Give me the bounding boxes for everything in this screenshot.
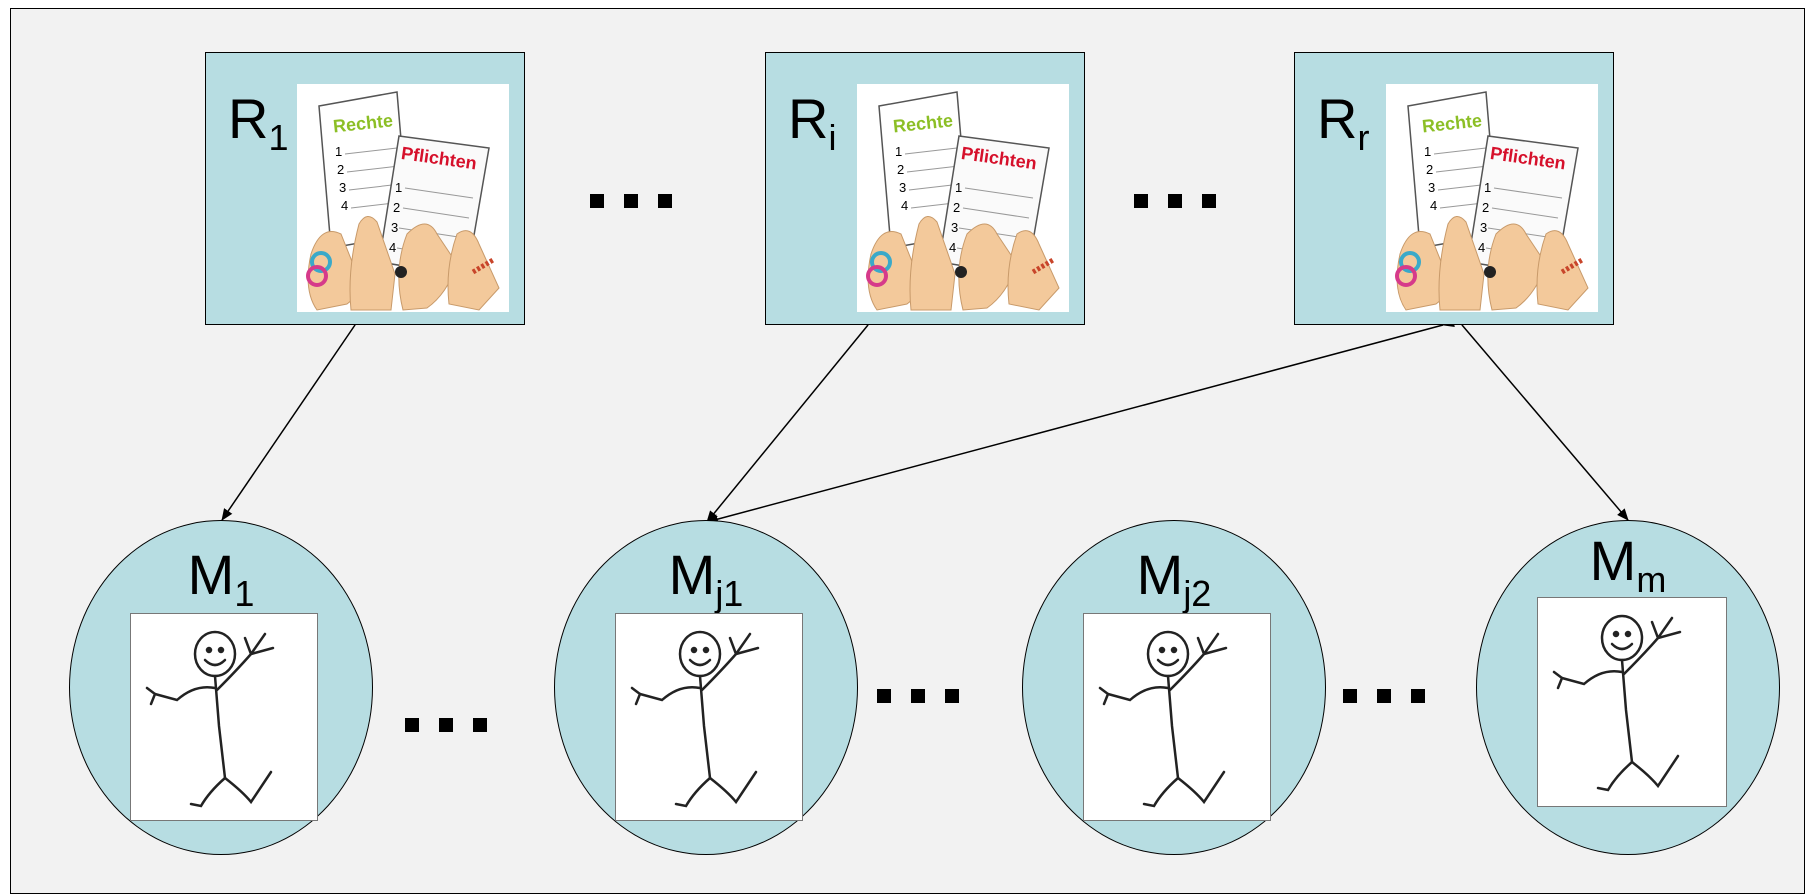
member-subscript: j1 (715, 573, 744, 614)
svg-text:1: 1 (395, 180, 402, 195)
svg-text:1: 1 (1484, 180, 1491, 195)
member-label: Mj2 (1137, 547, 1212, 612)
member-name: M (1136, 543, 1184, 606)
svg-text:4: 4 (1430, 198, 1437, 213)
svg-text:2: 2 (1482, 200, 1489, 215)
arrow-rr-mj1 (706, 317, 1455, 524)
member-mj2: Mj2 (1022, 520, 1326, 855)
role-name: R (788, 87, 829, 150)
svg-text:2: 2 (1426, 162, 1433, 177)
member-subscript: 1 (234, 573, 255, 614)
svg-text:2: 2 (337, 162, 344, 177)
svg-text:3: 3 (899, 180, 906, 195)
role-subscript: r (1357, 117, 1370, 158)
svg-text:3: 3 (951, 220, 958, 235)
role-subscript: 1 (268, 117, 289, 158)
svg-text:4: 4 (901, 198, 908, 213)
svg-text:3: 3 (339, 180, 346, 195)
svg-text:1: 1 (955, 180, 962, 195)
member-mm: Mm (1476, 520, 1780, 855)
member-mj1: Mj1 (554, 520, 858, 855)
stick-figure-icon (130, 613, 318, 821)
svg-text:4: 4 (389, 240, 396, 255)
member-name: M (1589, 529, 1637, 592)
member-name: M (187, 543, 235, 606)
role-name: R (228, 87, 269, 150)
svg-text:2: 2 (953, 200, 960, 215)
ellipsis-dots (405, 718, 507, 732)
stick-figure-icon (1537, 597, 1727, 807)
role-name: R (1317, 87, 1358, 150)
member-name: M (668, 543, 716, 606)
ellipsis-dots (1134, 194, 1236, 208)
role-label: Rr (1317, 91, 1369, 156)
svg-text:3: 3 (1428, 180, 1435, 195)
svg-text:1: 1 (895, 144, 902, 159)
svg-text:2: 2 (393, 200, 400, 215)
stick-figure-icon (615, 613, 803, 821)
member-subscript: m (1636, 559, 1667, 600)
svg-text:1: 1 (335, 144, 342, 159)
ellipsis-dots (1343, 689, 1445, 703)
stick-figure-icon (1083, 613, 1271, 821)
arrow-ri-mj1 (706, 313, 879, 523)
ellipsis-dots (877, 689, 979, 703)
svg-text:3: 3 (391, 220, 398, 235)
arrow-rr-mm (1451, 313, 1629, 521)
member-subscript: j2 (1183, 573, 1212, 614)
role-subscript: i (828, 117, 837, 158)
svg-text:4: 4 (341, 198, 348, 213)
member-label: M1 (188, 547, 255, 612)
role-label: R1 (228, 91, 288, 156)
svg-text:3: 3 (1480, 220, 1487, 235)
arrow-r1-m1 (221, 313, 366, 521)
svg-text:1: 1 (1424, 144, 1431, 159)
member-label: Mm (1590, 533, 1667, 598)
svg-text:4: 4 (1478, 240, 1485, 255)
svg-text:4: 4 (949, 240, 956, 255)
member-label: Mj1 (669, 547, 744, 612)
member-m1: M1 (69, 520, 373, 855)
role-label: Ri (788, 91, 836, 156)
svg-text:2: 2 (897, 162, 904, 177)
ellipsis-dots (590, 194, 692, 208)
